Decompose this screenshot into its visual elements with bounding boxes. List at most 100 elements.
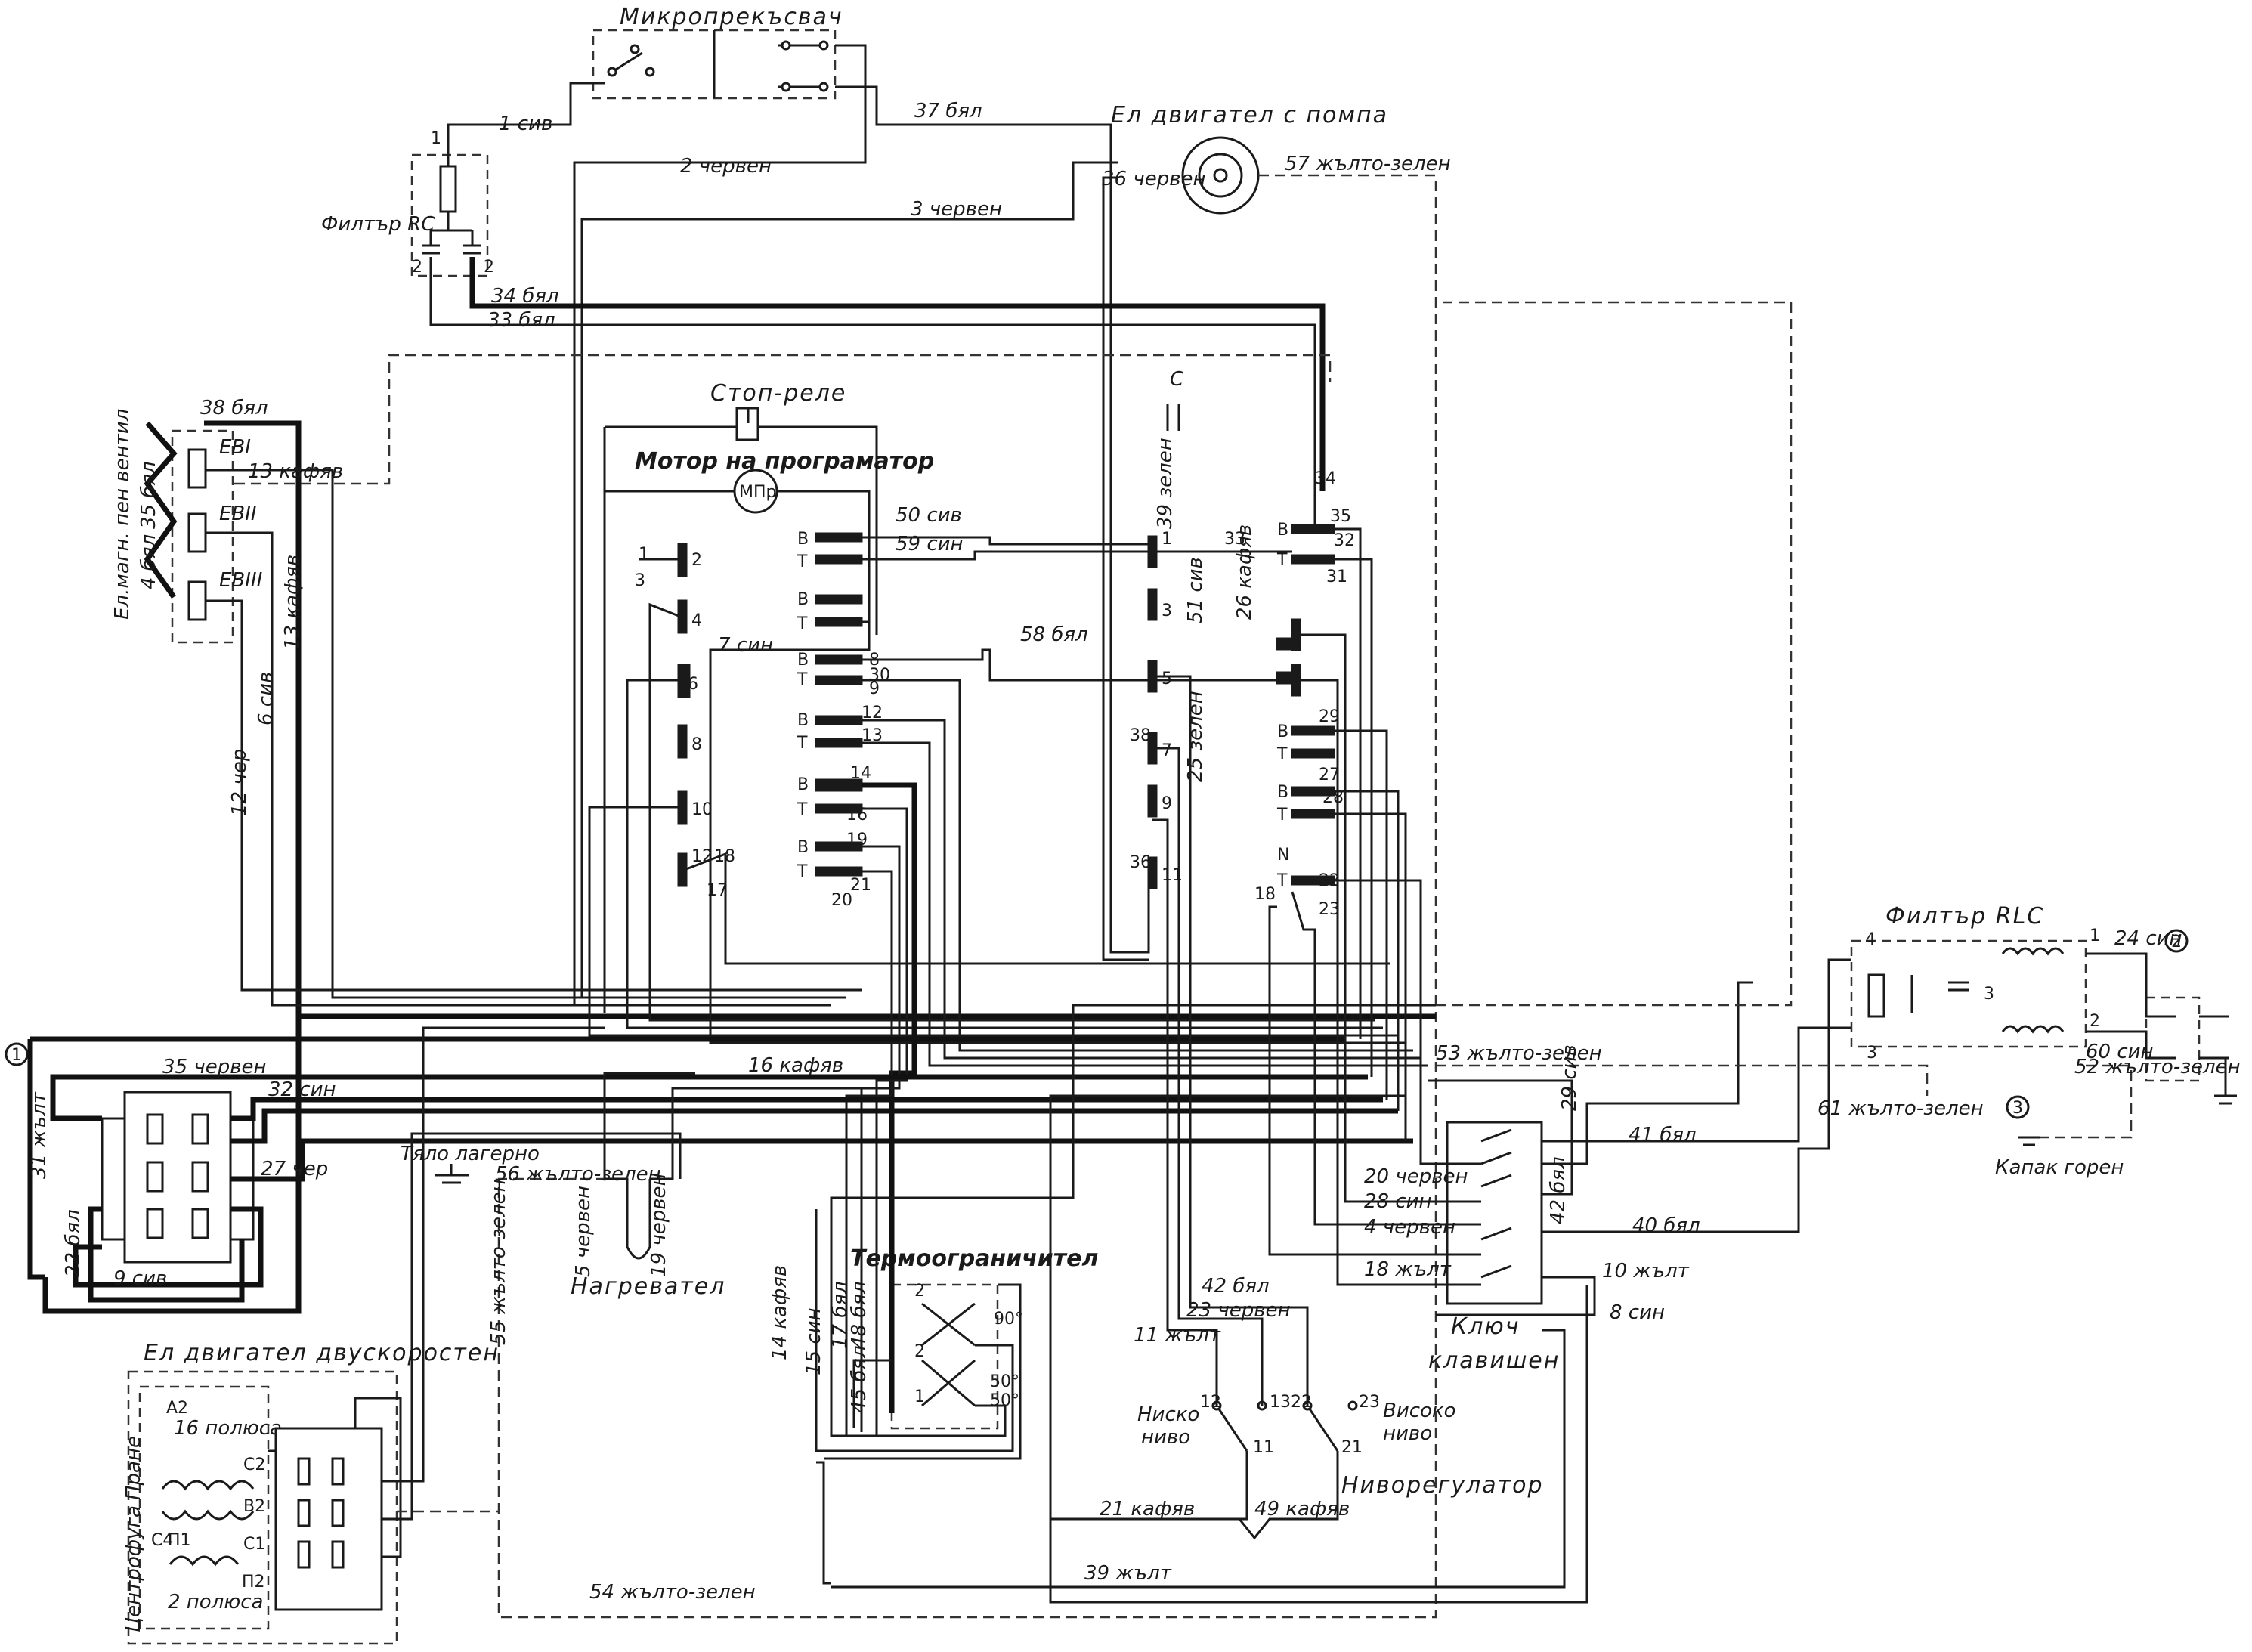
wire [1334,729,1388,1100]
svg-text:30: 30 [869,666,890,685]
programmer-motor-label: Мотор на програматор [635,448,934,475]
wire-label: 50 сив [896,504,962,527]
svg-text:2: 2 [691,551,702,570]
wire [2086,1030,2176,1060]
wire-label: 12 чер [228,749,251,816]
svg-text:B: B [1277,783,1288,802]
svg-text:C: C [1170,368,1184,391]
wire-label: 33 бял [487,309,555,332]
svg-text:B: B [797,838,809,857]
wire-label: 58 бял [1020,623,1088,646]
svg-text:2 полюса: 2 полюса [168,1591,263,1613]
wiring-lines [27,44,2176,1619]
svg-text:C2: C2 [243,1456,265,1474]
wire-label: 61 жълто-зелен [1817,1097,1984,1120]
wire-label: 1 сив [499,113,552,135]
wire-label: 20 червен [1364,1165,1468,1188]
wire-label: 59 син [896,533,964,555]
svg-text:T: T [797,862,808,881]
contact-column-middle: 1 3 5 7 38 9 11 36 [1130,530,1183,889]
wire-label: 14 кафяв [769,1265,791,1360]
svg-text:10: 10 [691,800,713,819]
svg-text:9: 9 [1162,794,1172,813]
svg-text:ниво: ниво [1141,1426,1190,1449]
svg-text:T: T [797,614,808,633]
svg-text:T: T [1276,745,1288,764]
svg-text:N: N [1277,846,1289,865]
wire-label: 25 зелен [1184,691,1207,782]
svg-text:B: B [797,651,809,670]
wire-label: 32 син [268,1078,336,1101]
svg-text:T: T [797,552,808,571]
wire [852,1359,892,1428]
wire-label: 22 бял [62,1209,85,1277]
key-switch: Ключ клавишен [1428,1121,1558,1374]
wire [144,421,178,599]
wire-label: 37 бял [914,100,982,122]
wire-label: 41 бял [1629,1124,1697,1146]
svg-text:1: 1 [639,545,649,564]
connector-block-left [101,1091,255,1264]
svg-text:20: 20 [831,891,852,910]
svg-text:34: 34 [1315,469,1336,488]
filter-rc-label: Филтър RC [321,213,435,236]
wire [650,1087,899,1180]
svg-text:8: 8 [691,735,702,754]
wire-label: 13 кафяв [281,555,304,650]
wire-label: 45 бял [848,1345,871,1413]
wire-label: 40 бял [1632,1214,1700,1237]
wire [648,602,1375,1022]
svg-text:3: 3 [1867,1044,1877,1063]
svg-text:П2: П2 [242,1573,265,1592]
wire [588,806,1398,1037]
wire-label: 55 жълто-зелен [487,1179,510,1345]
wire-label: 18 жълт [1364,1258,1452,1281]
wire [845,870,893,1436]
wire-label: 60 син [2086,1041,2154,1063]
svg-text:1: 1 [914,1387,925,1406]
wire [1428,1079,1573,1196]
svg-text:T: T [1276,806,1288,824]
svg-text:Тяло лагерно: Тяло лагерно [401,1143,540,1165]
svg-text:C4: C4 [151,1531,173,1550]
two-speed-motor: Ел двигател двускоростен Пране Центрофуг… [122,1340,500,1645]
svg-text:П1: П1 [168,1531,191,1550]
svg-text:B: B [797,590,809,609]
wire [50,1074,1368,1121]
ref-circle-1: 1 [5,1042,29,1066]
wire [1334,879,1481,1165]
svg-text:T: T [1276,551,1288,570]
wire-label: 3 червен [911,198,1002,221]
svg-text:МПр: МПр [739,483,777,502]
wire [2040,1064,2133,1139]
wire [831,1329,1566,1589]
wire [88,1206,245,1303]
svg-text:B: B [797,775,809,794]
svg-text:B2: B2 [243,1497,265,1516]
svg-text:B: B [797,530,809,549]
svg-text:36: 36 [1130,853,1151,872]
wire-label: 4 червен [1364,1216,1455,1239]
wire-label: 9 сив [113,1267,167,1290]
wire-label: 27 чер [261,1158,328,1180]
wire-label: 52 жълто-зелен [2074,1056,2241,1078]
svg-text:Ел двигател двускоростен: Ел двигател двускоростен [144,1340,500,1366]
wire-label: 34 бял [491,285,559,308]
wire-label: 28 син [1364,1190,1432,1213]
wire-label: 42 бял [1202,1275,1270,1298]
wire [1436,1276,1596,1316]
wire [1291,891,1481,1226]
microswitch: Микропрекъсвач [592,4,842,100]
wire-label: 49 кафяв [1254,1498,1350,1521]
wire [230,1097,1383,1121]
svg-text:2: 2 [484,258,494,277]
wire-label: 36 червен [1102,168,1206,190]
wire-labels: 1 сив 2 червен 3 червен 37 бял 36 червен… [28,100,2241,1604]
wire [1300,633,1481,1203]
wire [73,1206,264,1288]
wire [204,420,1436,1019]
programmer: Стоп-реле Мотор на програматор МПр [605,380,934,635]
wire-label: 21 кафяв [1100,1498,1195,1521]
svg-text:11: 11 [1253,1438,1274,1457]
svg-text:Термоограничител: Термоограничител [850,1245,1099,1272]
